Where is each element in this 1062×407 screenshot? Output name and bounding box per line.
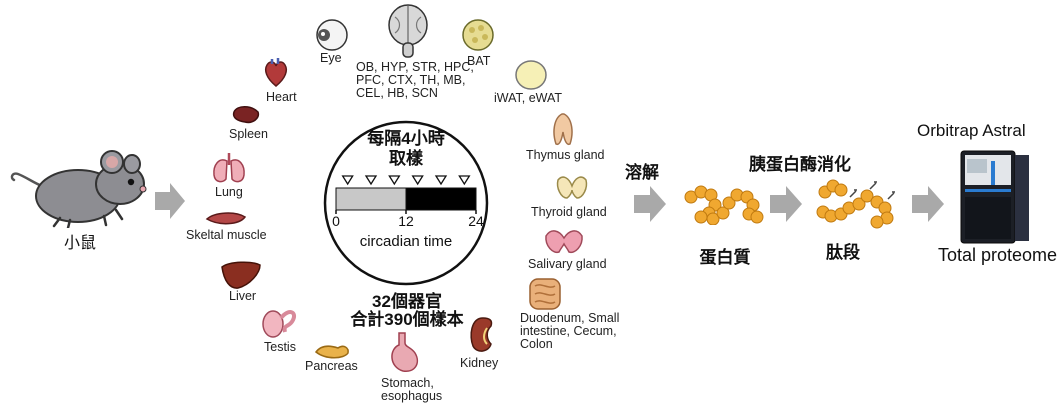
thyroid-icon (556, 176, 588, 199)
testis-icon (262, 310, 296, 338)
summary-line1: 32個器官 (372, 292, 442, 311)
salivary-label: Salivary gland (528, 257, 607, 271)
sampling-marker (364, 175, 378, 186)
instrument-label: Orbitrap Astral (917, 121, 1026, 140)
amino-acid-bead (722, 196, 736, 210)
eye-label: Eye (320, 51, 342, 65)
intestine-label: Duodenum, Small intestine, Cecum, Colon (520, 311, 620, 351)
amino-acid-bead (694, 210, 708, 224)
skeletal-muscle-label: Skeltal muscle (186, 228, 267, 242)
liver-icon (221, 261, 261, 289)
thyroid-label: Thyroid gland (531, 205, 607, 219)
testis-label: Testis (264, 340, 296, 354)
trypsin-icon (849, 189, 857, 198)
salivary-icon (545, 230, 583, 254)
thymus-icon (553, 113, 573, 146)
axis-tick-label: 0 (332, 213, 340, 229)
lysis-label: 溶解 (625, 163, 659, 182)
digest-label: 胰蛋白酶消化 (749, 155, 851, 174)
bat-icon (462, 19, 494, 51)
lung-icon (213, 153, 245, 183)
thymus-label: Thymus gland (526, 148, 605, 162)
protein-icon (684, 185, 764, 225)
stomach-icon (391, 332, 419, 372)
kidney-label: Kidney (460, 356, 499, 370)
pancreas-icon (314, 345, 349, 359)
result-label: Total proteome (938, 245, 1058, 265)
pancreas-label: Pancreas (305, 359, 358, 373)
liver-label: Liver (229, 289, 257, 303)
mouse-label: 小鼠 (64, 235, 97, 252)
axis-label: circadian time (360, 233, 453, 250)
skeletal-muscle-icon (205, 212, 247, 225)
brain-icon (388, 4, 428, 58)
trypsin-icon (887, 191, 895, 200)
arrow-icon (770, 186, 802, 222)
mass-spectrometer-icon (960, 150, 1029, 244)
axis-tick-label: 24 (468, 213, 484, 229)
mouse-icon (10, 150, 147, 228)
peptide-bead (860, 189, 874, 203)
peptide-bead (852, 197, 866, 211)
trypsin-icon (869, 181, 877, 190)
wat-label: iWAT, eWAT (494, 91, 563, 105)
circadian-axis: 0 12 24 (332, 210, 484, 229)
amino-acid-bead (716, 206, 730, 220)
bat-label: BAT (467, 54, 491, 68)
heart-label: Heart (266, 90, 297, 104)
protein-label: 蛋白質 (699, 248, 751, 267)
peptide-bead (834, 183, 848, 197)
axis-tick-label: 12 (398, 213, 414, 229)
summary-line2: 合計390個樣本 (350, 310, 464, 329)
heart-icon (264, 58, 288, 87)
intestine-icon (529, 278, 561, 310)
spleen-label: Spleen (229, 127, 268, 141)
spleen-icon (232, 106, 260, 124)
lung-label: Lung (215, 185, 243, 199)
light-phase (335, 187, 407, 211)
peptide-icon (816, 179, 895, 229)
sampling-title-line2: 取樣 (389, 148, 424, 168)
dark-phase (405, 187, 477, 211)
kidney-icon (470, 317, 493, 352)
eye-icon (316, 19, 348, 51)
amino-acid-bead (706, 212, 720, 225)
sampling-marker (411, 175, 424, 186)
stomach-label: Stomach, esophagus (381, 376, 443, 403)
arrow-icon (155, 183, 185, 219)
sampling-marker (388, 175, 401, 186)
sampling-marker (434, 175, 448, 186)
light-dark-bar (335, 187, 477, 211)
peptide-bead (870, 215, 884, 229)
wat-icon (515, 60, 547, 90)
amino-acid-bead (750, 210, 764, 224)
sampling-title-line1: 每隔4小時 (367, 128, 444, 148)
arrow-icon (912, 186, 944, 222)
peptide-label: 肽段 (826, 243, 860, 262)
arrow-icon (634, 186, 666, 222)
sampling-marker (458, 175, 471, 186)
sampling-marker (341, 175, 354, 186)
brain-regions-label: OB, HYP, STR, HPC, PFC, CTX, TH, MB, CEL… (356, 60, 474, 100)
